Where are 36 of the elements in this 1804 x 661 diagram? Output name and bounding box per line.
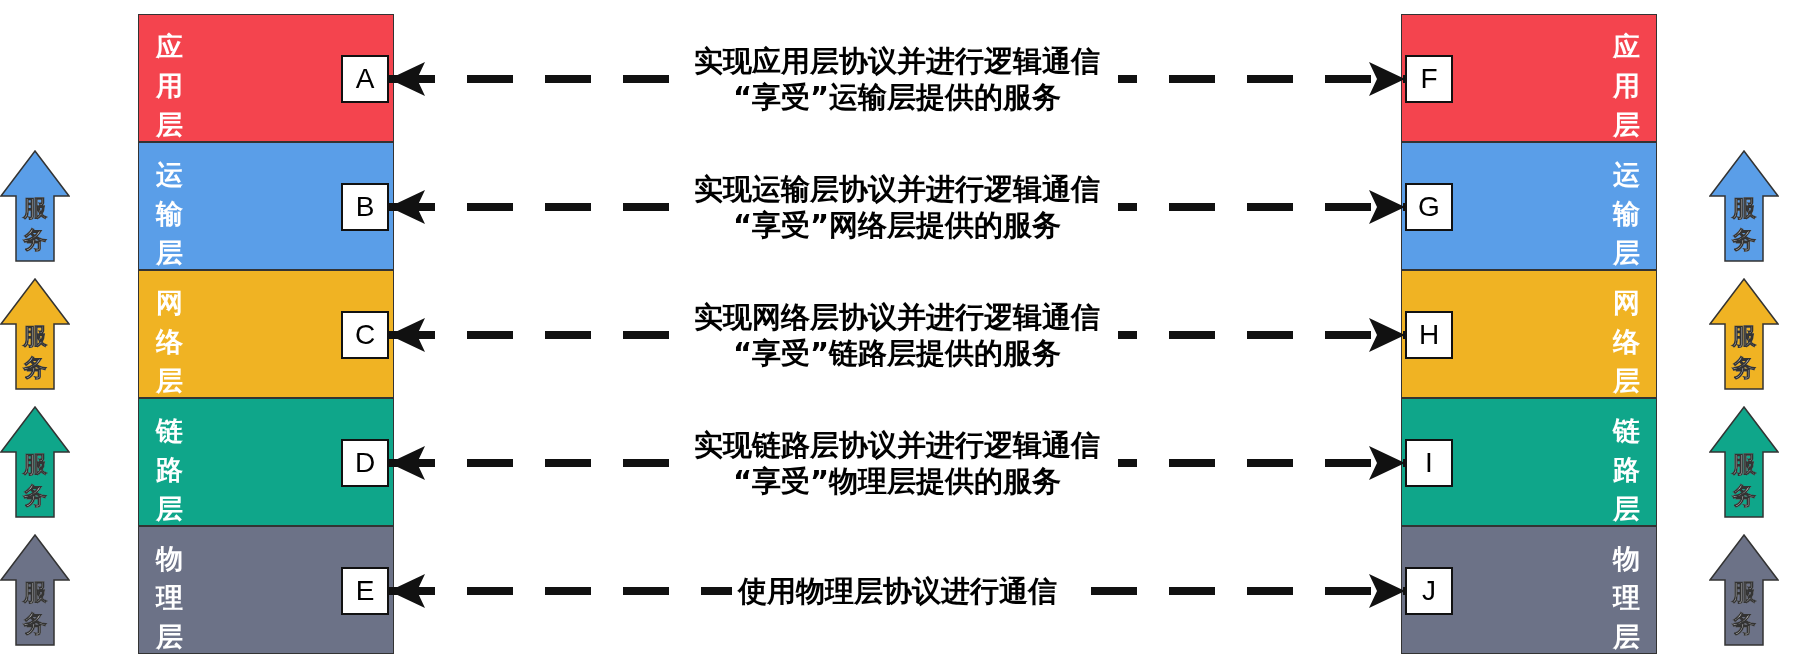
letter-box: G (1405, 183, 1453, 231)
layer-band (138, 270, 394, 398)
letter-box: J (1405, 567, 1453, 615)
layer-band (138, 14, 394, 142)
layer-name: 运输层 (1612, 158, 1640, 271)
layer-band (138, 398, 394, 526)
layer-name: 运输层 (155, 158, 183, 271)
layer-name: 物理层 (155, 542, 183, 655)
layer-band (1401, 14, 1657, 142)
service-tag: 服务 (1709, 150, 1779, 262)
layer-name: 应用层 (1612, 30, 1640, 143)
layer-name: 链路层 (155, 414, 183, 527)
service-tag: 服务 (0, 150, 70, 262)
layer-name: 网络层 (155, 286, 183, 399)
layer-band (138, 142, 394, 270)
layer-name: 物理层 (1612, 542, 1640, 655)
layer-band (1401, 526, 1657, 654)
letter-box: E (341, 567, 389, 615)
letter-box: C (341, 311, 389, 359)
layer-name: 网络层 (1612, 286, 1640, 399)
layer-band (1401, 142, 1657, 270)
service-tag: 服务 (0, 278, 70, 390)
layer-band (1401, 270, 1657, 398)
letter-box: H (1405, 311, 1453, 359)
layer-name: 应用层 (155, 30, 183, 143)
layer-band (1401, 398, 1657, 526)
service-tag: 服务 (0, 406, 70, 518)
service-tag: 服务 (1709, 406, 1779, 518)
letter-box: A (341, 55, 389, 103)
letter-box: D (341, 439, 389, 487)
layer-band (138, 526, 394, 654)
service-tag: 服务 (1709, 278, 1779, 390)
letter-box: B (341, 183, 389, 231)
layer-name: 链路层 (1612, 414, 1640, 527)
letter-box: F (1405, 55, 1453, 103)
letter-box: I (1405, 439, 1453, 487)
